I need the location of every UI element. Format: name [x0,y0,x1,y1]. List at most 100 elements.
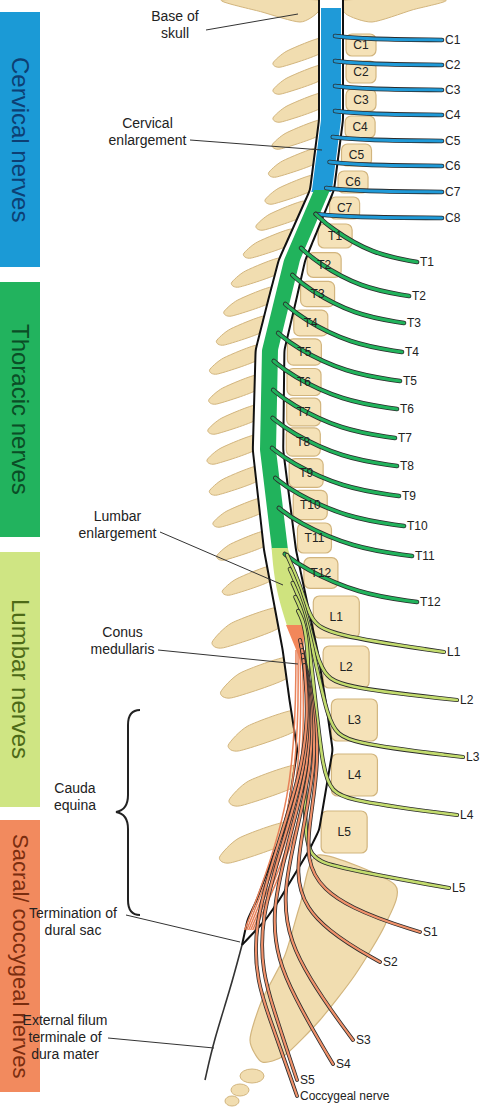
vertebra-label: T4 [291,315,331,331]
nerve-outline [295,597,457,815]
spinal-nerve [335,61,442,65]
vertebra-label: T3 [298,286,338,302]
spinal-nerve [298,611,449,888]
vertebra-label: L5 [324,824,364,840]
spinal-nerve [278,333,400,381]
region-band: Thoracic nerves [0,282,40,537]
spinal-nerve [316,214,417,262]
spinal-nerve [335,36,442,40]
spinal-nerve [295,597,457,815]
spinous-process [209,345,260,374]
nerve-label: L3 [466,750,479,764]
nerve-group [256,36,463,1096]
vertebra-label: C3 [341,92,381,108]
spinous-process [209,466,260,495]
skull-base [340,0,446,22]
nerve-label: S4 [336,1057,351,1071]
nerve-outline [335,86,442,90]
nerve-label: C6 [445,159,460,173]
brace-bracket [116,710,140,915]
spinal-nerve [316,214,442,218]
leader-line [126,915,240,942]
nerve-label: S2 [383,955,398,969]
vertebral-body [321,811,367,853]
vertebra-label: T5 [284,344,324,360]
nerve-label: T7 [398,431,412,445]
coccyx [240,1069,264,1083]
vertebral-body [323,646,369,688]
nerve-label: T11 [415,549,435,563]
leader-line [158,650,298,664]
spinous-process [273,93,324,122]
nerve-outline [335,111,442,115]
spinous-process [273,65,324,94]
nerve-label: T2 [412,289,426,303]
nerve-outline [316,214,417,262]
nerve-outline [300,640,420,932]
nerve-outline [273,418,397,466]
nerve-label: T6 [400,402,414,416]
vertebra-label: L4 [334,767,374,783]
nerve-label: L2 [460,693,473,707]
nerve-label: T3 [407,316,421,330]
spinal-nerve [335,86,442,90]
nerve-outline [335,36,442,40]
region-label: Thoracic nerves [6,324,34,495]
spinous-process [213,498,264,527]
spinous-process [217,531,268,560]
spinous-process [220,657,291,698]
spinal-nerve [335,111,442,115]
nerve-label: T10 [407,519,428,533]
vertebra-label: C1 [341,37,381,53]
nerve-outline [292,275,404,323]
coccyx [225,1096,239,1106]
vertebra-label: L1 [316,609,356,625]
nerve-label: L4 [460,808,473,822]
nerve-outline [326,188,442,192]
spinous-process [212,607,283,648]
vertebra-label: T8 [283,434,323,450]
cauda-strand [247,650,299,930]
nerve-outline [256,665,307,1096]
nerve-label: S1 [423,925,438,939]
vertebra-label: C5 [337,147,377,163]
spinous-process [207,435,258,464]
vertebra-label: T6 [284,374,324,390]
anatomy-label: Termination of dural sac [18,905,128,939]
nerve-label: Coccygeal nerve [300,1089,389,1103]
anatomy-label: Conus medullaris [80,624,165,658]
nerve-outline [330,162,442,166]
spinal-nerve [273,418,397,466]
vertebra-label: L3 [334,712,374,728]
nerve-label: T8 [400,459,414,473]
thoracic-cord [260,190,330,550]
vertebra-label: T9 [286,465,326,481]
nerve-label: T5 [403,374,417,388]
spinous-process [209,375,260,404]
nerve-outline [278,333,400,381]
spinous-process [228,710,299,751]
region-label: Cervical nerves [6,57,34,222]
nerve-outline [285,304,402,352]
nerve-label: C5 [445,134,460,148]
vertebra-label: T1 [315,228,355,244]
bone-group [207,0,446,1106]
spinal-nerve [333,137,442,141]
anatomy-label: Cervical enlargement [100,115,195,149]
leader-line [108,1038,214,1048]
nerve-outline [333,137,442,141]
nerve-label: L1 [447,645,460,659]
nerve-label: L5 [452,881,465,895]
nerve-outline [275,655,333,1064]
vertebral-body [331,754,377,796]
spinal-nerve [286,650,353,1040]
nerve-label: C2 [445,58,460,72]
spinous-process [273,38,324,67]
leader-line [206,14,298,30]
nerve-label: C7 [445,185,460,199]
region-label: Lumbar nerves [6,599,34,759]
nerve-label: T12 [420,595,441,609]
anatomy-label: External filum terminale of dura mater [15,1012,115,1063]
